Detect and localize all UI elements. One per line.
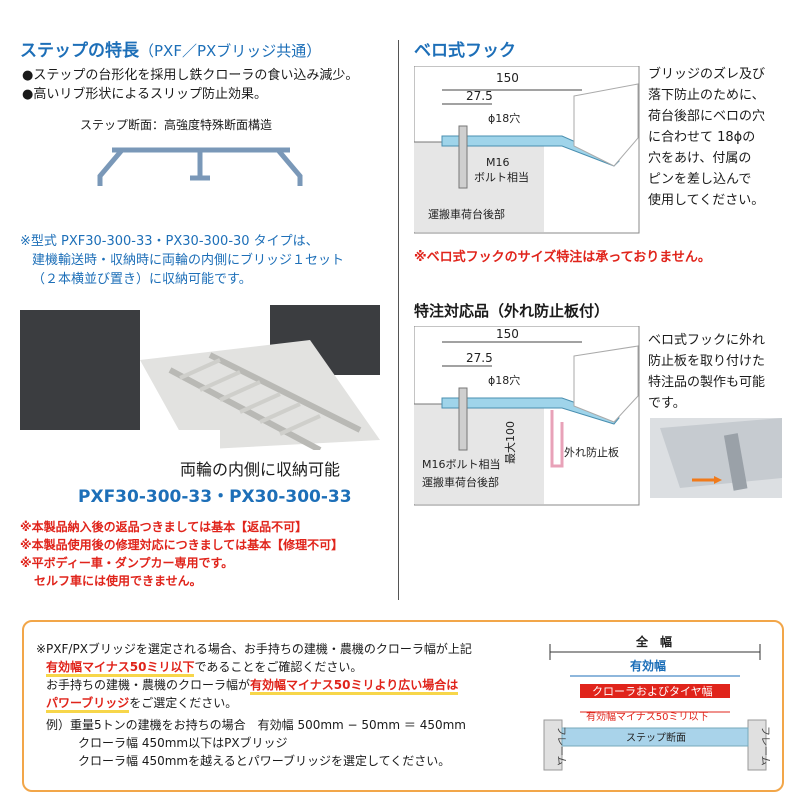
svg-text:ϕ18穴: ϕ18穴 xyxy=(488,373,520,387)
special-diagram: 150 27.5 ϕ18穴 最大100 外れ防止板 M16ボルト相当 運搬車荷台… xyxy=(414,326,640,506)
hook-title: ベロ式フック xyxy=(414,41,516,61)
svg-text:150: 150 xyxy=(496,71,519,85)
svg-text:27.5: 27.5 xyxy=(466,351,493,365)
svg-text:フレーム: フレーム xyxy=(759,726,770,766)
svg-text:全 幅: 全 幅 xyxy=(635,634,672,649)
crawler-photo xyxy=(20,300,380,450)
svg-text:運搬車荷台後部: 運搬車荷台後部 xyxy=(428,207,505,221)
feature-bullets: ●ステップの台形化を採用し鉄クローラの食い込み減少。 ●高いリブ形状によるスリッ… xyxy=(22,66,358,104)
svg-text:M16: M16 xyxy=(486,156,510,169)
svg-text:有効幅マイナス50ミリ以下: 有効幅マイナス50ミリ以下 xyxy=(586,710,709,723)
hook-diagram: 150 27.5 ϕ18穴 M16 ボルト相当 運搬車荷台後部 xyxy=(414,66,640,234)
section-label: ステップ断面：高強度特殊断面構造 xyxy=(80,118,273,132)
svg-text:ステップ断面: ステップ断面 xyxy=(626,731,686,744)
selection-note-box xyxy=(22,620,784,792)
selection-note: ※PXF/PXブリッジを選定される場合、お手持ちの建機・農機のクローラ幅が上記 … xyxy=(36,642,472,768)
photo-model: PXF30-300-33・PX30-300-33 xyxy=(78,487,352,507)
hook-size-note: ※ベロ式フックのサイズ特注は承っておりません。 xyxy=(414,250,711,265)
photo-caption: 両輪の内側に収納可能 xyxy=(180,460,341,479)
svg-text:有効幅: 有効幅 xyxy=(630,658,666,673)
bullet-2: ●高いリブ形状によるスリップ防止効果。 xyxy=(22,87,267,102)
svg-text:M16ボルト相当: M16ボルト相当 xyxy=(422,457,501,471)
svg-text:最大100: 最大100 xyxy=(503,421,517,464)
svg-text:150: 150 xyxy=(496,327,519,341)
warning-repair: ※本製品使用後の修理対応につきましては基本【修理不可】 xyxy=(20,538,344,552)
plate-photo xyxy=(650,418,782,498)
special-description: ベロ式フックに外れ防止板を取り付けた 特注品の製作も可能です。 xyxy=(648,333,766,411)
svg-text:外れ防止板: 外れ防止板 xyxy=(564,445,619,459)
svg-text:フレーム: フレーム xyxy=(555,726,567,766)
warnings: ※本製品納入後の返品つきましては基本【返品不可】 ※本製品使用後の修理対応につき… xyxy=(20,518,343,590)
features-title: ステップの特長（PXF／PXブリッジ共通） xyxy=(20,41,322,61)
svg-text:クローラおよびタイヤ幅: クローラおよびタイヤ幅 xyxy=(592,685,713,698)
width-diagram: 全 幅 有効幅 クローラおよびタイヤ幅 有効幅マイナス50ミリ以下 ステップ断面… xyxy=(543,634,770,771)
warning-self: セルフ車には使用できません。 xyxy=(34,574,202,588)
column-divider xyxy=(398,40,399,600)
warning-truck: ※平ボディー車・ダンプカー専用です。 xyxy=(20,556,234,570)
step-section-diagram xyxy=(97,147,303,186)
hook-description: ブリッジのズレ及び落下防止のために、 荷台後部にベロの穴に合わせて 18ϕの 穴… xyxy=(648,67,766,208)
bullet-1: ●ステップの台形化を採用し鉄クローラの食い込み減少。 xyxy=(22,68,359,83)
svg-text:27.5: 27.5 xyxy=(466,89,493,103)
svg-text:ボルト相当: ボルト相当 xyxy=(474,170,529,184)
svg-text:ϕ18穴: ϕ18穴 xyxy=(488,111,520,125)
special-title: 特注対応品（外れ防止板付） xyxy=(414,302,610,320)
warning-return: ※本製品納入後の返品つきましては基本【返品不可】 xyxy=(20,520,308,534)
storage-note: ※型式 PXF30-300-33・PX30-300-30 タイプは、 建機輸送時… xyxy=(20,234,345,287)
svg-text:運搬車荷台後部: 運搬車荷台後部 xyxy=(422,475,499,489)
